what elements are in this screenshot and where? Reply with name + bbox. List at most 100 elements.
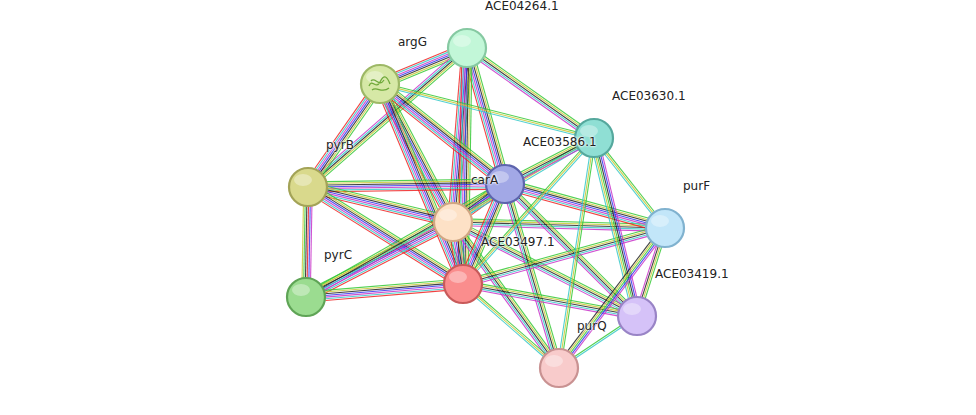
evidence-line bbox=[475, 65, 503, 164]
evidence-line bbox=[481, 289, 618, 314]
node-fill bbox=[646, 209, 684, 247]
node-circle bbox=[433, 202, 473, 242]
evidence-line bbox=[395, 96, 490, 172]
protein-label: carA bbox=[471, 173, 498, 187]
protein-label: ACE03630.1 bbox=[612, 89, 686, 103]
evidence-line bbox=[474, 151, 580, 269]
node-highlight bbox=[545, 355, 563, 367]
node-circle bbox=[286, 277, 326, 317]
interaction-edge bbox=[320, 58, 455, 177]
protein-node: ACE03419.1 bbox=[617, 296, 657, 336]
structure-icon bbox=[369, 77, 390, 90]
evidence-line bbox=[325, 291, 444, 301]
interaction-edge bbox=[398, 87, 576, 135]
evidence-line bbox=[322, 200, 445, 277]
evidence-line bbox=[319, 100, 369, 172]
evidence-line bbox=[482, 286, 619, 311]
interaction-edge bbox=[481, 56, 581, 130]
interaction-edge bbox=[302, 206, 312, 278]
evidence-line bbox=[398, 90, 575, 135]
evidence-line bbox=[396, 95, 491, 171]
node-circle bbox=[617, 296, 657, 336]
node-circle bbox=[645, 208, 685, 248]
evidence-line bbox=[323, 102, 373, 174]
evidence-line bbox=[469, 201, 496, 266]
evidence-line bbox=[304, 206, 305, 278]
evidence-line bbox=[451, 242, 455, 266]
protein-label: pyrC bbox=[324, 248, 352, 262]
node-circle bbox=[539, 348, 579, 388]
evidence-line bbox=[322, 61, 452, 175]
evidence-line bbox=[322, 102, 372, 174]
evidence-line bbox=[476, 298, 543, 357]
node-highlight bbox=[366, 71, 384, 83]
protein-label: purF bbox=[683, 179, 710, 193]
evidence-line bbox=[321, 59, 451, 173]
protein-label: ACE04264.1 bbox=[485, 0, 559, 13]
evidence-line bbox=[305, 206, 306, 278]
protein-node: purF bbox=[645, 208, 685, 248]
protein-node: purQ bbox=[539, 348, 579, 388]
node-fill bbox=[448, 29, 486, 67]
node-circle bbox=[447, 28, 487, 68]
protein-node: carA bbox=[433, 202, 473, 242]
evidence-line bbox=[302, 206, 303, 278]
evidence-line bbox=[325, 289, 444, 299]
evidence-line bbox=[323, 195, 489, 289]
interaction-edge bbox=[327, 179, 486, 192]
node-fill bbox=[540, 349, 578, 387]
evidence-line bbox=[309, 206, 310, 278]
node-fill bbox=[444, 265, 482, 303]
evidence-line bbox=[596, 157, 630, 298]
node-circle bbox=[443, 264, 483, 304]
node-circle bbox=[288, 167, 328, 207]
node-circle bbox=[360, 64, 400, 104]
evidence-line bbox=[482, 284, 619, 309]
evidence-line bbox=[327, 189, 486, 191]
evidence-line bbox=[322, 192, 488, 286]
protein-node: pyrC bbox=[286, 277, 326, 317]
node-fill bbox=[287, 278, 325, 316]
evidence-line bbox=[477, 153, 583, 271]
evidence-line bbox=[399, 87, 576, 132]
evidence-line bbox=[398, 92, 493, 168]
node-highlight bbox=[292, 284, 310, 296]
evidence-line bbox=[476, 152, 582, 270]
protein-label: purQ bbox=[577, 319, 607, 333]
interaction-edge bbox=[568, 241, 656, 355]
node-highlight bbox=[294, 174, 312, 186]
protein-label: ACE03586.1 bbox=[523, 135, 597, 149]
protein-node: pyrB bbox=[288, 167, 328, 207]
evidence-line bbox=[317, 99, 367, 171]
node-highlight bbox=[449, 271, 467, 283]
evidence-line bbox=[470, 202, 497, 267]
evidence-line bbox=[573, 245, 656, 355]
evidence-line bbox=[320, 58, 450, 172]
interaction-edge bbox=[476, 295, 546, 357]
evidence-line bbox=[396, 52, 448, 73]
evidence-line bbox=[522, 194, 645, 228]
evidence-line bbox=[483, 59, 579, 127]
interaction-edge bbox=[392, 92, 494, 176]
protein-label: argG bbox=[398, 35, 427, 49]
protein-node: ACE04264.1 bbox=[447, 28, 487, 68]
interaction-edge bbox=[325, 280, 445, 300]
evidence-line bbox=[472, 66, 500, 165]
evidence-line bbox=[396, 51, 448, 72]
evidence-line bbox=[315, 97, 365, 169]
node-highlight bbox=[651, 215, 669, 227]
evidence-line bbox=[482, 60, 578, 128]
evidence-line bbox=[471, 229, 621, 306]
protein-node: ACE03497.1 bbox=[443, 264, 483, 304]
node-fill bbox=[618, 297, 656, 335]
protein-label: pyrB bbox=[326, 138, 354, 152]
evidence-line bbox=[472, 202, 499, 267]
evidence-line bbox=[324, 196, 490, 290]
evidence-line bbox=[392, 100, 487, 176]
interaction-edge bbox=[315, 97, 374, 175]
evidence-line bbox=[477, 297, 544, 356]
protein-node: argG bbox=[360, 64, 400, 104]
interaction-edge bbox=[604, 152, 654, 214]
interaction-edge bbox=[474, 151, 582, 271]
